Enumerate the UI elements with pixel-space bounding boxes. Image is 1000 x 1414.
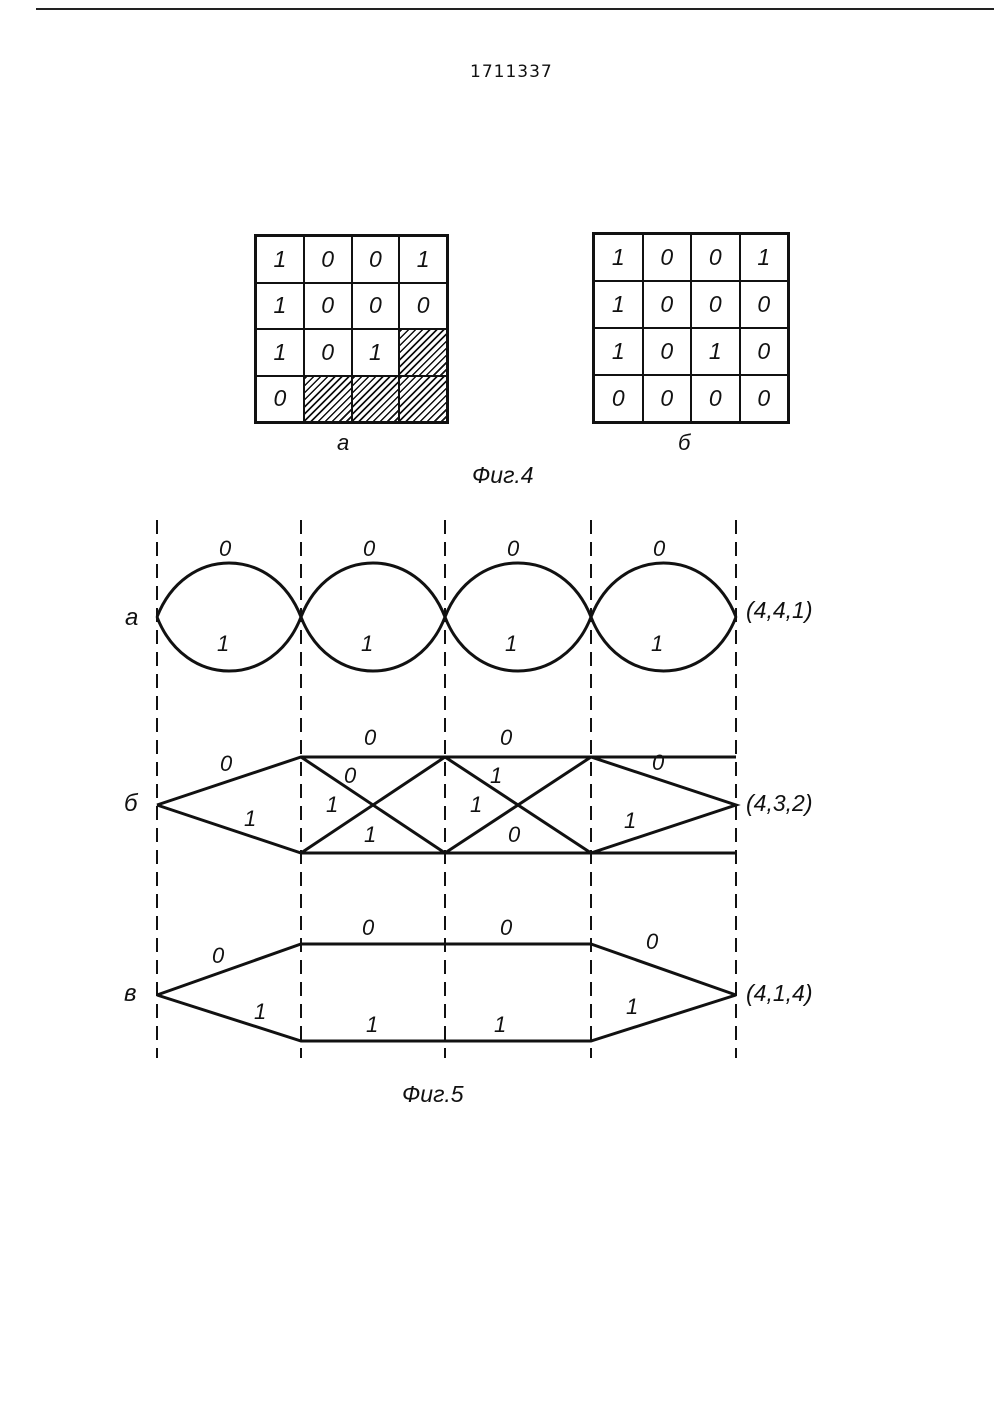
edge-label-0: 0: [363, 536, 376, 561]
lower-path: [157, 995, 736, 1041]
edge-label: 0: [508, 822, 521, 847]
edge-label-1: 1: [505, 631, 517, 656]
edge-label-0: 0: [507, 536, 520, 561]
edge-label: 1: [366, 1012, 378, 1037]
edge-label: 1: [470, 792, 482, 817]
branch-0-curve: [157, 563, 301, 617]
fig5-row-a-label: а: [125, 604, 138, 632]
edge-label: 1: [624, 808, 636, 833]
branch-0-curve: [445, 563, 591, 617]
branch-0-curve: [591, 563, 736, 617]
fig5-row-c-triple: (4,1,4): [746, 980, 812, 1007]
edge-label: 1: [494, 1012, 506, 1037]
upper-path: [157, 757, 736, 805]
edge-label-1: 1: [651, 631, 663, 656]
edge-label: 1: [364, 822, 376, 847]
branch-0-curve: [301, 563, 445, 617]
edge-label: 0: [364, 725, 377, 750]
edge-label: 0: [500, 915, 513, 940]
edge-label: 0: [652, 750, 665, 775]
branch-1-curve: [445, 617, 591, 671]
fig5-row-a-triple: (4,4,1): [746, 597, 812, 624]
fig5-row-c-label: в: [124, 980, 137, 1008]
edge-label: 1: [326, 792, 338, 817]
branch-1-curve: [591, 617, 736, 671]
edge-label: 0: [220, 751, 233, 776]
edge-label-1: 1: [217, 631, 229, 656]
edge-label: 0: [212, 943, 225, 968]
edge-label: 0: [344, 763, 357, 788]
edge-label: 1: [490, 763, 502, 788]
fig5-caption: Фиг.5: [402, 1081, 464, 1108]
edge-label-0: 0: [653, 536, 666, 561]
edge-label: 1: [244, 806, 256, 831]
edge-label: 1: [254, 999, 266, 1024]
edge-label-1: 1: [361, 631, 373, 656]
edge-label: 0: [362, 915, 375, 940]
fig5-row-b-triple: (4,3,2): [746, 790, 812, 817]
fig5-row-b-label: б: [124, 790, 138, 818]
edge-label: 0: [500, 725, 513, 750]
edge-label: 1: [626, 994, 638, 1019]
edge-label-0: 0: [219, 536, 232, 561]
edge-label: 0: [646, 929, 659, 954]
